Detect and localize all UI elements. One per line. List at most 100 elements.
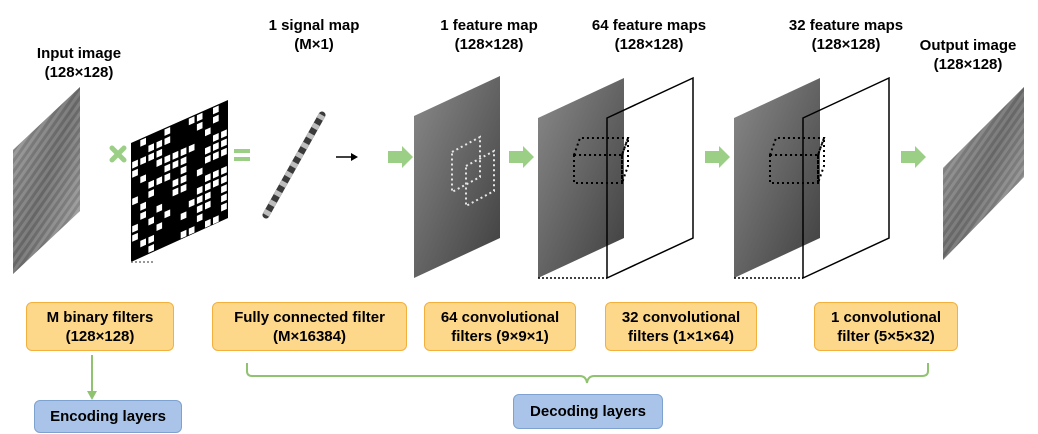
mask-cell xyxy=(172,150,179,160)
mask-cell xyxy=(156,139,163,149)
mask-cell xyxy=(140,211,146,220)
mask-cell xyxy=(196,112,203,122)
mask-cell xyxy=(156,222,163,231)
mask-cell xyxy=(221,147,227,157)
mask-cell xyxy=(148,244,154,253)
mask-cell xyxy=(205,182,211,192)
mask-cell xyxy=(164,127,171,136)
mask-cell xyxy=(156,158,163,167)
mask-cell xyxy=(221,202,227,212)
mask-cell xyxy=(148,152,154,162)
mask-cell xyxy=(221,193,227,203)
signal-map xyxy=(262,111,326,219)
feature-maps-64 xyxy=(538,76,694,280)
output-image-label: Output image(128×128) xyxy=(919,37,1017,73)
mask-cell xyxy=(205,173,211,183)
mask-cell xyxy=(188,143,195,153)
mask-cell xyxy=(172,178,179,188)
feature-maps-64-label: 64 feature maps(128×128) xyxy=(591,17,707,53)
mask-cell xyxy=(172,160,179,169)
decoding-layers-box: Decoding layers xyxy=(513,394,663,429)
encoding-layers-box: Encoding layers xyxy=(34,400,182,433)
mask-cell xyxy=(221,138,227,148)
mask-cell xyxy=(180,147,187,157)
signal-arrow xyxy=(336,153,358,161)
mask-cell xyxy=(205,218,211,228)
feature-maps-32-label: 32 feature maps(128×128) xyxy=(788,17,904,53)
mask-cell xyxy=(221,184,227,194)
mask-cell xyxy=(205,127,211,137)
mask-cell xyxy=(205,154,211,164)
mask-cell xyxy=(213,215,219,225)
mask-cell xyxy=(140,156,146,165)
signal-map-label: 1 signal map(M×1) xyxy=(268,17,360,53)
mask-cell xyxy=(213,114,219,124)
mask-cell xyxy=(180,174,187,184)
mask-cell xyxy=(213,142,219,151)
mask-cell xyxy=(140,174,146,184)
mask-cell xyxy=(164,136,171,146)
mask-cell xyxy=(148,189,154,198)
mask-cell xyxy=(221,166,227,175)
output-image xyxy=(943,87,1024,260)
mask-cell xyxy=(188,116,195,126)
fully-connected-filter-box: Fully connected filter(M×16384) xyxy=(212,302,407,351)
mask-cell xyxy=(180,165,187,175)
flow-arrow-2 xyxy=(509,146,534,168)
kernel-2d-dotted xyxy=(451,135,481,194)
feature-map-1 xyxy=(414,76,500,278)
mask-cell xyxy=(156,176,163,186)
mask-cell xyxy=(196,121,203,131)
input-image-label: Input image(128×128) xyxy=(36,45,122,81)
mask-cell xyxy=(180,156,187,166)
mask-cell xyxy=(213,151,219,161)
multiply-icon xyxy=(109,145,127,163)
mask-cell xyxy=(221,129,227,139)
mask-cell xyxy=(213,169,219,179)
kernel-3d-dotted xyxy=(572,137,630,184)
mask-cell xyxy=(132,223,138,233)
mask-cell xyxy=(213,133,219,142)
mask-cell xyxy=(196,167,203,177)
mask-cell xyxy=(156,148,163,158)
mask-cell xyxy=(148,216,154,226)
mask-cell xyxy=(148,179,154,189)
binary-filter-mask xyxy=(131,100,228,262)
mask-cell xyxy=(180,211,187,221)
binary-filters-box: M binary filters(128×128) xyxy=(26,302,174,351)
mask-cell xyxy=(164,209,171,219)
flow-arrow-3 xyxy=(705,146,730,168)
mask-cell xyxy=(132,232,138,242)
mask-cell xyxy=(188,226,195,235)
mask-cell xyxy=(180,229,187,239)
flow-arrow-1 xyxy=(388,146,413,168)
encoding-arrow xyxy=(87,355,97,400)
mask-cell xyxy=(164,163,171,173)
mask-cell xyxy=(221,175,227,185)
input-image xyxy=(13,87,80,274)
mask-cell xyxy=(132,159,138,169)
mask-cell xyxy=(132,168,138,178)
mask-cell xyxy=(156,203,163,213)
mask-cell xyxy=(196,195,203,204)
mask-cell xyxy=(140,238,146,248)
feature-map-1-label: 1 feature map(128×128) xyxy=(440,17,538,53)
flow-arrow-4 xyxy=(901,146,926,168)
mask-cell xyxy=(164,154,171,164)
kernel-3d-dotted xyxy=(768,137,826,184)
equals-icon xyxy=(234,149,250,161)
mask-cell xyxy=(164,172,171,182)
decoding-bracket xyxy=(246,363,929,384)
mask-cell xyxy=(148,234,154,244)
feature-maps-32 xyxy=(734,76,890,280)
mask-cell xyxy=(205,200,211,210)
mask-cell xyxy=(196,185,203,195)
mask-cell xyxy=(213,178,219,188)
mask-cell xyxy=(140,201,146,211)
mask-cell xyxy=(132,196,138,206)
mask-cell xyxy=(205,191,211,201)
